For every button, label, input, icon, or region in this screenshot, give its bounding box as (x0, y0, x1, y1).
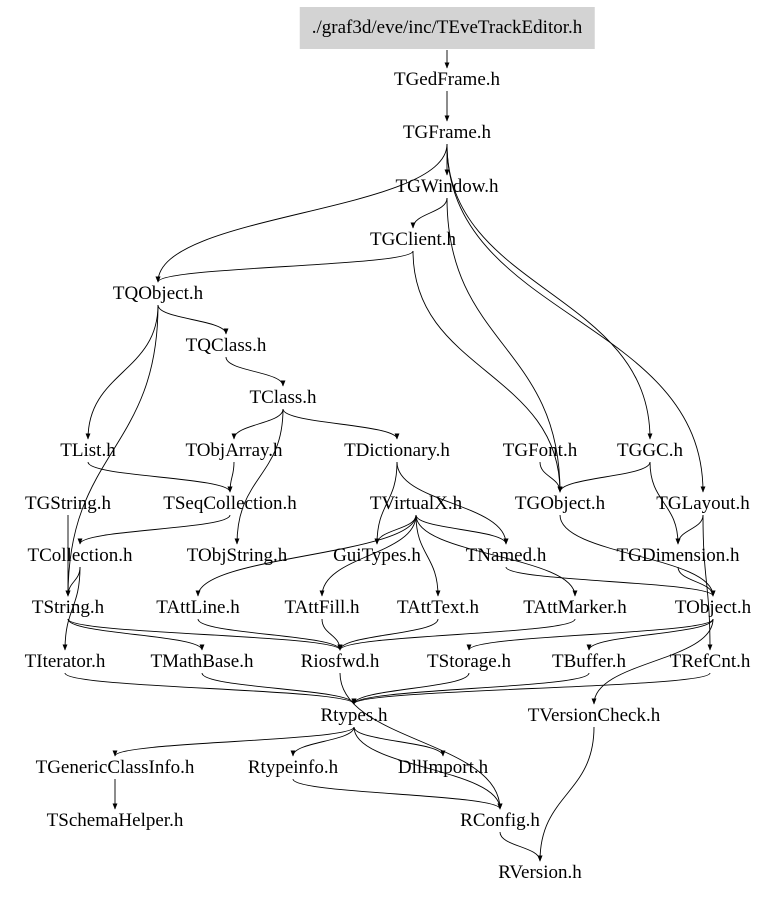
graph-node[interactable]: TSeqCollection.h (163, 493, 297, 514)
graph-node[interactable]: TVersionCheck.h (527, 705, 661, 726)
graph-node[interactable]: TGLayout.h (656, 493, 750, 514)
dependency-edge (155, 250, 414, 283)
dependency-edge (537, 726, 595, 862)
dependency-edge (351, 672, 470, 705)
graph-node[interactable]: TGFont.h (502, 440, 578, 461)
dependency-edge (77, 514, 231, 545)
dependency-edge (415, 514, 441, 597)
dependency-edge (67, 618, 343, 651)
graph-node[interactable]: GuiTypes.h (333, 545, 421, 566)
graph-node[interactable]: TAttLine.h (156, 597, 240, 618)
graph-node[interactable]: DllImport.h (397, 757, 489, 778)
dependency-edge (195, 514, 417, 597)
dependency-edge (466, 618, 714, 651)
graph-node[interactable]: TDictionary.h (344, 440, 450, 461)
graph-node[interactable]: RVersion.h (498, 862, 582, 883)
graph-node[interactable]: TQClass.h (185, 335, 267, 356)
dependency-edge (65, 566, 81, 597)
graph-node[interactable]: TGFrame.h (402, 122, 492, 143)
graph-node[interactable]: Rtypes.h (320, 705, 388, 726)
dependency-edge (649, 461, 681, 545)
graph-node[interactable]: TRefCnt.h (669, 651, 751, 672)
graph-node[interactable]: TGClient.h (369, 229, 457, 250)
graph-node[interactable]: TAttFill.h (284, 597, 360, 618)
dependency-edge (64, 672, 357, 705)
dependency-edge (339, 672, 503, 810)
dependency-edge (505, 566, 716, 597)
dependency-edge (412, 250, 563, 493)
dependency-edge (396, 461, 509, 545)
dependency-edge (415, 514, 509, 545)
dependency-edge (67, 618, 205, 651)
dependency-edge (112, 726, 355, 757)
dependency-edge (591, 618, 714, 705)
graph-node[interactable]: TGObject.h (514, 493, 606, 514)
graph-node[interactable]: Rtypeinfo.h (247, 757, 339, 778)
dependency-edge (225, 356, 286, 387)
dependency-edge (282, 408, 400, 440)
dependency-edge (201, 672, 357, 705)
graph-node[interactable]: TObject.h (674, 597, 752, 618)
graph-node[interactable]: TStorage.h (427, 651, 511, 672)
dependency-edge (499, 831, 543, 862)
dependency-edge (446, 143, 653, 440)
graph-node[interactable]: TGString.h (24, 493, 112, 514)
graph-node[interactable]: TString.h (31, 597, 105, 618)
graph-node[interactable]: TObjString.h (186, 545, 288, 566)
graph-node[interactable]: TGDimension.h (616, 545, 740, 566)
dependency-edge (415, 514, 578, 597)
graph-node[interactable]: TNamed.h (465, 545, 547, 566)
dependency-edge (351, 672, 590, 705)
graph-node[interactable]: TGGC.h (617, 440, 683, 461)
dependency-edge (351, 672, 711, 705)
dependency-edge (157, 304, 229, 335)
dependency-edge (87, 461, 233, 493)
graph-node[interactable]: TAttText.h (396, 597, 480, 618)
dependency-edge (234, 408, 284, 545)
graph-node[interactable]: TList.h (60, 440, 116, 461)
graph-node[interactable]: TGWindow.h (395, 176, 499, 197)
graph-node[interactable]: TIterator.h (24, 651, 106, 672)
dependency-edge (410, 197, 448, 229)
dependency-edge (677, 566, 716, 597)
dependency-edge (231, 408, 284, 440)
graph-node[interactable]: TGedFrame.h (393, 69, 501, 90)
graph-node[interactable]: TAttMarker.h (523, 597, 627, 618)
graph-node[interactable]: ./graf3d/eve/inc/TEveTrackEditor.h (299, 7, 595, 49)
dependency-edge (65, 304, 159, 597)
dependency-edge (290, 726, 355, 757)
dependency-edge (446, 197, 563, 493)
dependency-edge (374, 461, 398, 545)
dependency-edge (353, 726, 446, 757)
dependency-edge (292, 778, 503, 810)
dependency-edge (155, 143, 448, 283)
dependency-edge (197, 618, 343, 651)
dependency-edge (353, 726, 503, 810)
graph-node[interactable]: Riosfwd.h (300, 651, 380, 672)
dependency-edge (85, 304, 159, 440)
dependency-edge (337, 618, 439, 651)
graph-node[interactable]: TCollection.h (27, 545, 133, 566)
dependency-edge (675, 514, 704, 545)
graph-node[interactable]: TSchemaHelper.h (46, 810, 184, 831)
dependency-edge (446, 143, 706, 493)
graph-node[interactable]: TGenericClassInfo.h (35, 757, 195, 778)
graph-node[interactable]: TBuffer.h (551, 651, 627, 672)
graph-node[interactable]: TClass.h (249, 387, 317, 408)
dependency-edge (586, 618, 714, 651)
dependency-edge (539, 461, 563, 493)
graph-node[interactable]: RConfig.h (460, 810, 540, 831)
dependency-edge (337, 618, 576, 651)
dependency-edge (559, 514, 716, 597)
graph-node[interactable]: TMathBase.h (150, 651, 254, 672)
dependency-edge (374, 514, 417, 545)
dependency-edge (62, 566, 81, 651)
graph-node[interactable]: TQObject.h (112, 283, 204, 304)
graph-node[interactable]: TVirtualX.h (369, 493, 463, 514)
dependency-edge (557, 461, 651, 493)
dependency-edge (227, 461, 235, 493)
graph-node[interactable]: TObjArray.h (185, 440, 283, 461)
dependency-edge (319, 514, 417, 597)
